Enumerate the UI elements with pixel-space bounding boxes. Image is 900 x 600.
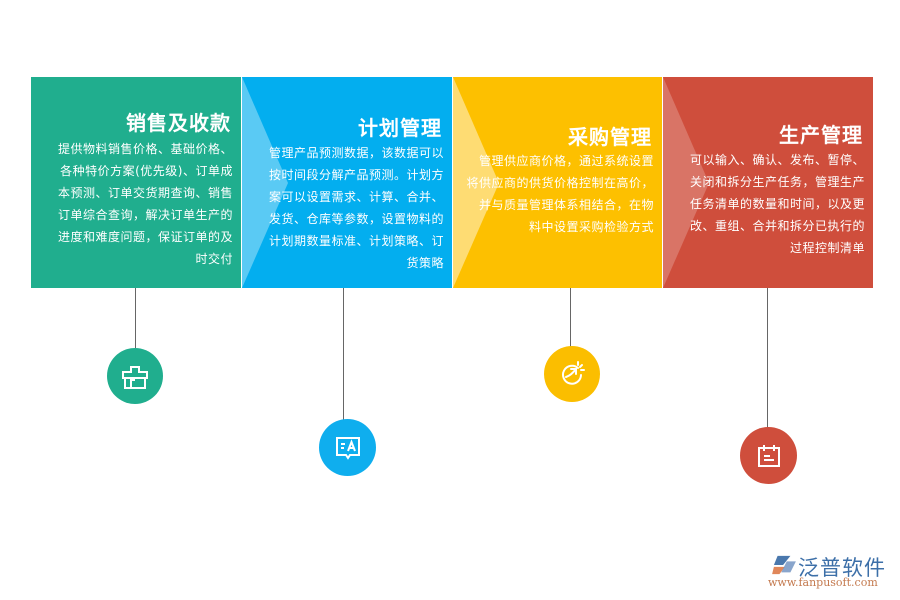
calendar-icon [757, 444, 780, 467]
arrow-decoration [242, 77, 288, 288]
panel-body-sales: 提供物料销售价格、基础价格、 各种特价方案(优先级)、订单成 本预测、订单交货期… [57, 142, 233, 266]
logo-brand-text: 泛普软件 [798, 556, 886, 580]
panel-body-production: 可以输入、确认、发布、暂停、 关闭和拆分生产任务，管理生产 任务清单的数量和时间… [689, 153, 865, 255]
connector-line-planning [343, 288, 344, 420]
panel-sales: 销售及收款 提供物料销售价格、基础价格、 各种特价方案(优先级)、订单成 本预测… [31, 77, 241, 288]
growth-arrow-icon [562, 361, 585, 385]
toolbox-icon [122, 366, 148, 389]
panel-planning: 计划管理 管理产品预测数据，该数据可以 按时间段分解产品预测。计划方 案可以设置… [242, 77, 452, 288]
panel-production: 生产管理 可以输入、确认、发布、暂停、 关闭和拆分生产任务，管理生产 任务清单的… [663, 77, 873, 288]
translate-message-icon [335, 436, 360, 460]
connector-line-purchasing [570, 288, 571, 348]
logo-url-text: www.fanpusoft.com [768, 576, 878, 589]
panel-title-sales: 销售及收款 [126, 111, 231, 135]
panel-purchasing: 采购管理 管理供应商价格，通过系统设置 将供应商的供货价格控制在高价， 并与质量… [453, 77, 662, 288]
panel-body-planning: 管理产品预测数据，该数据可以 按时间段分解产品预测。计划方 案可以设置需求、计算… [268, 146, 444, 270]
panel-body-purchasing: 管理供应商价格，通过系统设置 将供应商的供货价格控制在高价， 并与质量管理体系相… [466, 154, 654, 234]
panel-title-purchasing: 采购管理 [568, 125, 652, 149]
icon-circle-production [740, 427, 797, 484]
connector-line-sales [135, 288, 136, 348]
connector-line-production [767, 288, 768, 430]
icon-circle-sales [107, 348, 163, 404]
brand-logo: 泛普软件 www.fanpusoft.com [768, 552, 893, 592]
arrow-decoration [453, 77, 499, 288]
panel-title-planning: 计划管理 [358, 116, 442, 140]
icon-circle-planning [319, 419, 376, 476]
panel-title-production: 生产管理 [779, 123, 863, 147]
logo-mark-icon [772, 555, 796, 575]
icon-circle-purchasing [544, 346, 600, 402]
arrow-decoration [663, 77, 709, 288]
